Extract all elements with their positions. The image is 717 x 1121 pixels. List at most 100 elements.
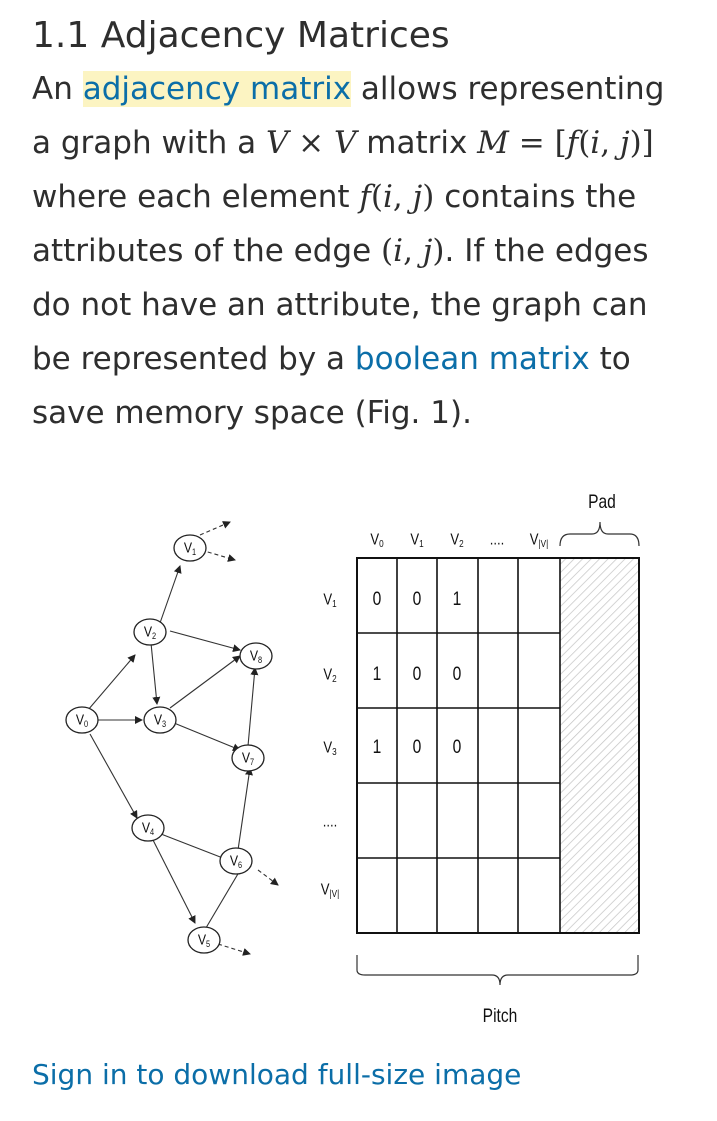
graph-node-circle — [133, 618, 167, 646]
graph-edges — [87, 565, 259, 939]
graph-node-circle — [231, 744, 265, 772]
matrix-cell-value: 1 — [453, 588, 462, 610]
matrix-col-header-text: V — [530, 531, 539, 548]
matrix-cell-value: 0 — [413, 588, 422, 610]
boolean-matrix-link[interactable]: boolean matrix — [354, 341, 590, 377]
graph-edge — [160, 833, 229, 862]
graph-node: V1 — [173, 534, 207, 562]
graph-edge — [150, 642, 161, 705]
graph-node-label-subscript: 2 — [152, 632, 156, 642]
graph-node-label-text: V — [76, 711, 85, 727]
math-i: i — [382, 179, 393, 215]
graph-node-label-text: V — [184, 539, 193, 555]
graph-edge — [199, 861, 246, 939]
graph-node: V6 — [219, 847, 253, 875]
graph-node-label-text: V — [242, 749, 251, 765]
graph-edge — [169, 655, 241, 709]
graph-edge — [169, 630, 241, 653]
pitch-brace — [356, 955, 639, 986]
matrix-row-header-text: V — [323, 666, 332, 683]
graph-edge — [152, 839, 196, 924]
math-j: j — [412, 179, 423, 215]
graph-node-label: V0 — [76, 711, 89, 730]
matrix-row-header-subscript: 1 — [332, 599, 337, 610]
graph-node-circle — [239, 642, 273, 670]
matrix-col-header-text: .... — [490, 531, 505, 548]
graph-node-circle — [187, 926, 221, 954]
graph-node: V5 — [187, 926, 221, 954]
sign-in-download-link[interactable]: Sign in to download full-size image — [32, 1058, 522, 1091]
math-paren: ( — [578, 125, 591, 161]
math-m: M — [477, 125, 509, 161]
text-segment: allows representing a graph with a — [32, 71, 665, 161]
graph-edge — [247, 667, 259, 747]
matrix-col-header: V1 — [410, 531, 423, 550]
matrix-row-header: V3 — [323, 739, 336, 758]
text-segment: to save memory space (Fig. 1). — [32, 341, 631, 431]
matrix-row-header: V1 — [323, 591, 336, 610]
math-times: × — [288, 125, 335, 161]
math-comma: , — [392, 179, 413, 215]
matrix-col-header-text: V — [410, 531, 419, 548]
text-segment: where each element — [32, 179, 360, 215]
graph-dashed-edges — [199, 521, 279, 956]
matrix-cell-value: 0 — [373, 588, 382, 610]
graph-edge-dashed — [199, 521, 231, 536]
graph-node-circle — [143, 706, 177, 734]
matrix-row-header-text: .... — [323, 813, 338, 830]
math-paren: ) — [432, 233, 445, 269]
section-heading: 1.1 Adjacency Matrices — [32, 12, 450, 60]
math-paren: ( — [370, 179, 383, 215]
graph-node-label-text: V — [250, 647, 259, 663]
graph-node-label-subscript: 3 — [162, 720, 166, 730]
graph-node-label-text: V — [142, 819, 151, 835]
text-segment: An — [32, 71, 83, 107]
graph-edge — [237, 767, 253, 851]
matrix-row-header-text: V — [323, 739, 332, 756]
graph-node-circle — [65, 706, 99, 734]
graph-edge-dashed — [217, 943, 251, 956]
graph-node-label: V6 — [230, 852, 243, 871]
matrix-cell-value: 0 — [413, 736, 422, 758]
graph-node-label: V5 — [198, 931, 211, 950]
math-i: i — [590, 125, 601, 161]
graph-node-label-text: V — [144, 623, 153, 639]
matrix-cell-value: 1 — [373, 736, 382, 758]
text-segment: matrix — [356, 125, 478, 161]
graph-node-label: V3 — [154, 711, 167, 730]
section-number: 1.1 — [32, 15, 90, 56]
body-paragraph: An adjacency matrix allows representing … — [32, 62, 692, 440]
math-v: V — [265, 125, 289, 161]
math-i: i — [393, 233, 404, 269]
math-eq: = [ — [508, 125, 567, 161]
math-j: j — [422, 233, 433, 269]
matrix-outline — [356, 557, 640, 934]
math-comma: , — [600, 125, 620, 161]
pad-label: Pad — [588, 491, 616, 513]
matrix-row-header-subscript: |V| — [330, 889, 340, 900]
matrix-col-header: V0 — [370, 531, 383, 550]
graph-node-label-subscript: 0 — [84, 720, 88, 730]
pad-brace — [559, 521, 640, 547]
section-title: Adjacency Matrices — [100, 15, 450, 56]
graph-node-label-subscript: 8 — [258, 656, 262, 666]
adjacency-matrix-link[interactable]: adjacency matrix — [82, 71, 352, 107]
matrix-col-header-subscript: 0 — [379, 539, 384, 550]
graph-edge-dashed — [257, 869, 279, 886]
matrix-row-header-text: V — [323, 591, 332, 608]
graph-edge-dashed — [200, 549, 236, 562]
graph-node: V8 — [239, 642, 273, 670]
matrix-cell-value: 0 — [413, 663, 422, 685]
math-f: f — [566, 125, 579, 161]
graph-node: V3 — [143, 706, 177, 734]
matrix-col-header-text: V — [450, 531, 459, 548]
graph-node-label: V1 — [184, 539, 197, 558]
matrix-col-header-subscript: 2 — [459, 539, 464, 550]
matrix-col-header: V|V| — [530, 531, 548, 550]
